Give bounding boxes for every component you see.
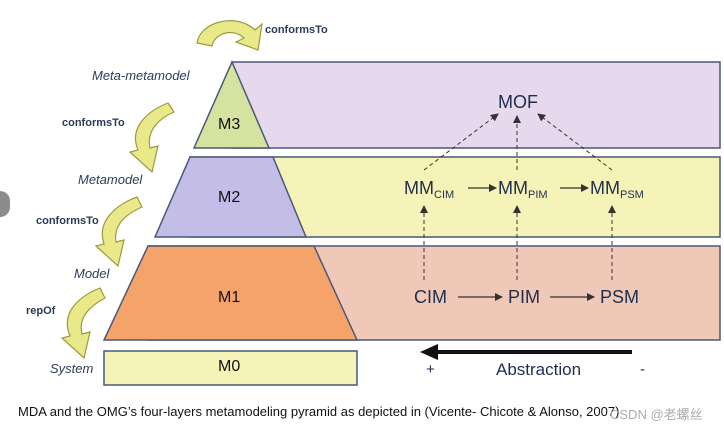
m3-label: M3 [218, 116, 241, 133]
m0-label: M0 [218, 358, 241, 375]
mm-cim-subscript: CIM [434, 189, 455, 201]
conforms-to-label-m3: conformsTo [62, 117, 125, 129]
conforms-to-arrow-m3 [128, 102, 175, 174]
m1-label: M1 [218, 289, 241, 306]
m3-band [231, 61, 721, 149]
abstraction-arrowhead [420, 344, 438, 360]
watermark: CSDN @老螺丝 [610, 407, 703, 422]
mmpsm-to-mof-arrow [537, 113, 613, 171]
abstraction-plus: + [426, 361, 435, 378]
m0-layer [103, 350, 358, 386]
mof-node: MOF [498, 92, 538, 112]
rep-of-arrow [60, 287, 106, 360]
pim-node: PIM [508, 287, 541, 307]
m3-layer [192, 60, 271, 149]
conforms-to-label-m2: conformsTo [36, 215, 99, 227]
abstraction-minus: - [640, 361, 645, 378]
model-label: Model [74, 266, 110, 281]
conforms-to-arrow-m2 [94, 196, 143, 268]
conforms-to-arrow-top [196, 20, 263, 51]
system-label: System [50, 361, 94, 376]
cim-node: CIM [414, 287, 447, 307]
mm-cim-prefix: MM [404, 178, 434, 198]
mm-psm-prefix: MM [590, 178, 620, 198]
m1-layer [102, 245, 359, 341]
rep-of-label: repOf [26, 305, 56, 317]
mm-cim-node: MMCIM [404, 178, 454, 201]
mm-pim-subscript: PIM [528, 189, 548, 201]
m2-label: M2 [218, 189, 241, 206]
figure-caption: MDA and the OMG’s four-layers metamodeli… [18, 404, 620, 419]
mm-psm-node: MMPSM [590, 178, 644, 201]
mm-psm-subscript: PSM [620, 189, 644, 201]
psm-node: PSM [600, 287, 640, 307]
mm-pim-prefix: MM [498, 178, 528, 198]
mm-pim-node: MMPIM [498, 178, 548, 201]
abstraction-label: Abstraction [496, 360, 582, 379]
scroll-dot [0, 191, 10, 217]
meta-metamodel-label: Meta-metamodel [92, 68, 190, 83]
metamodel-label: Metamodel [78, 172, 143, 187]
m2-layer [153, 156, 308, 238]
mmcim-to-mof-arrow [423, 113, 499, 171]
conforms-to-label-top: conformsTo [265, 24, 328, 36]
